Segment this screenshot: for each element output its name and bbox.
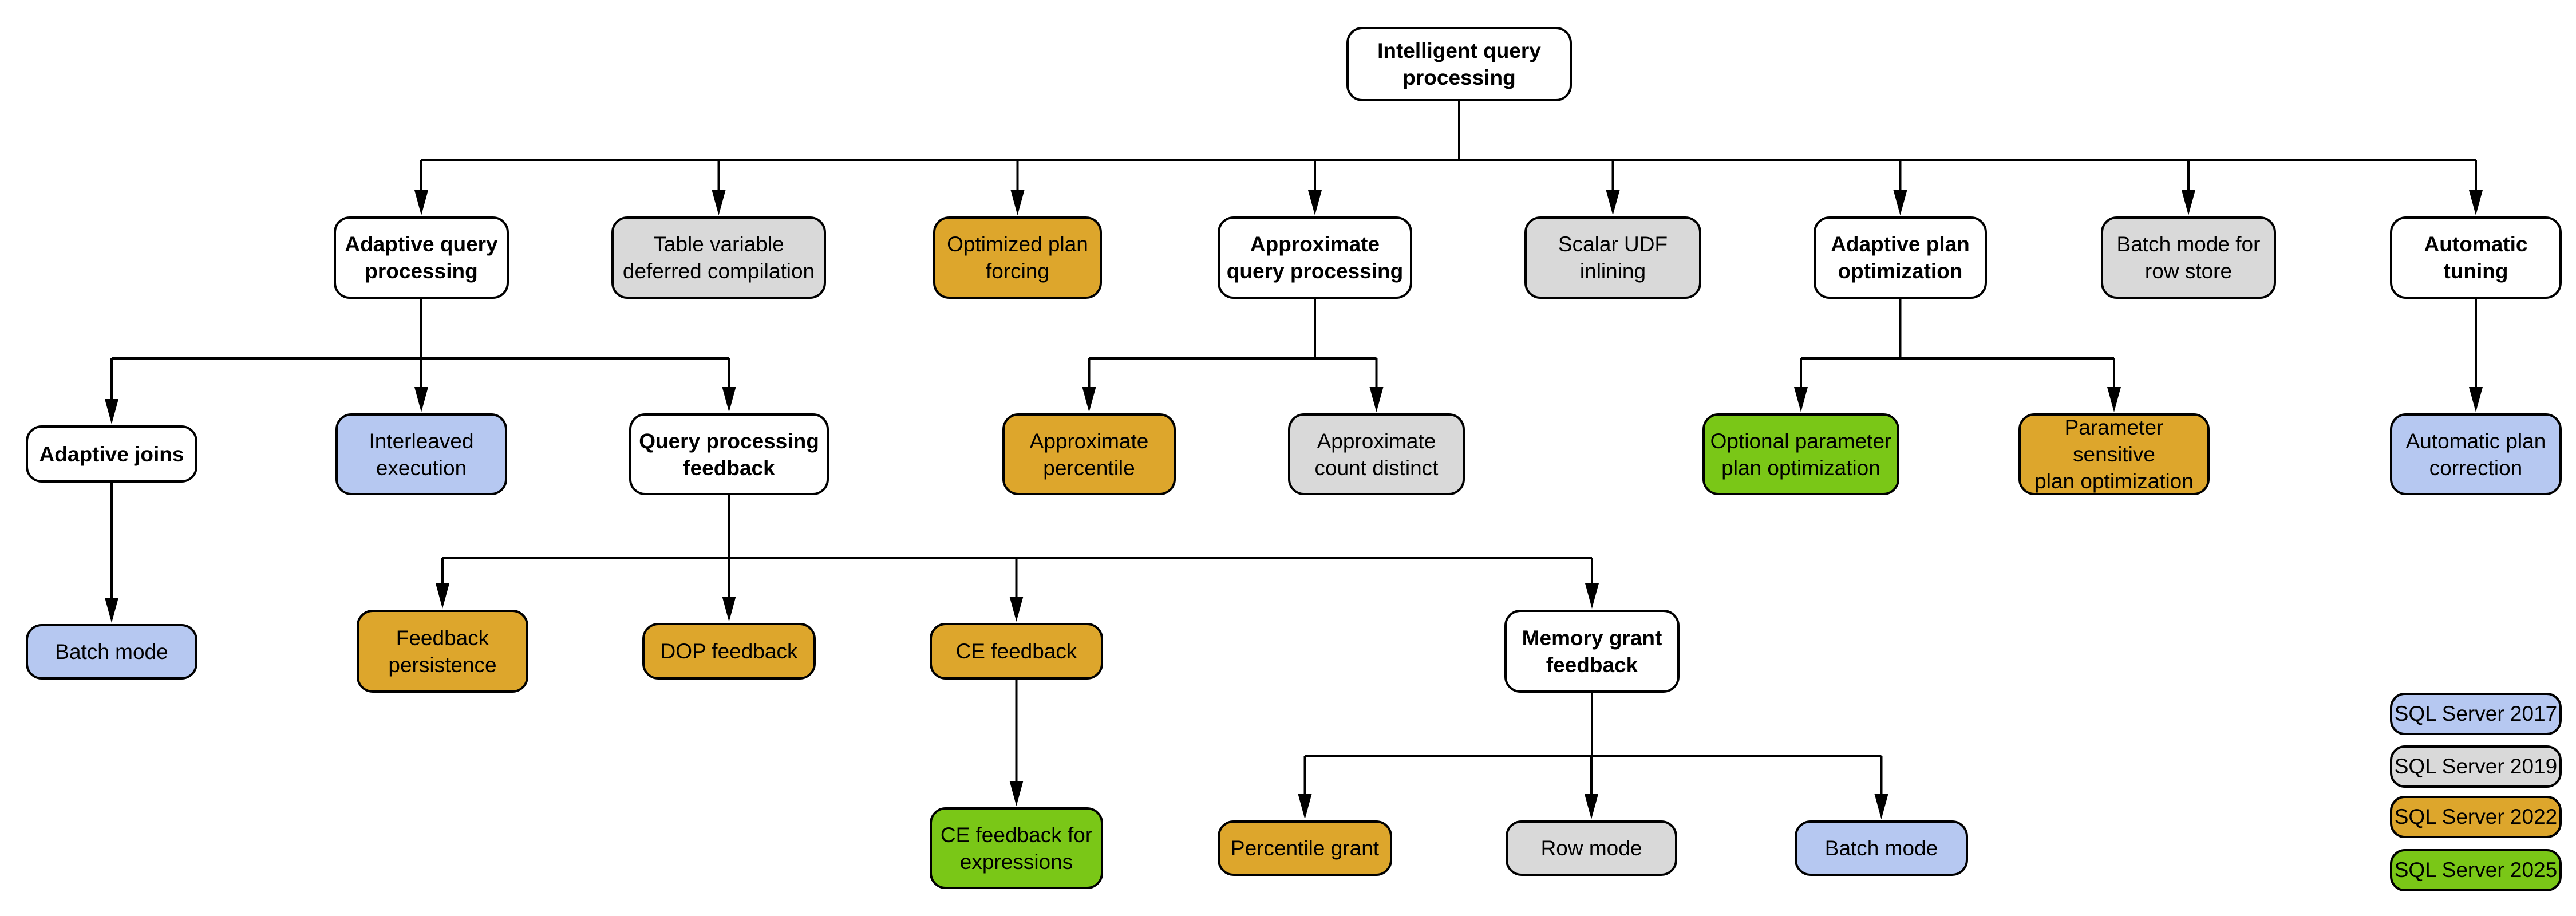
node-optimized-plan-forcing: Optimized plan forcing: [933, 216, 1102, 299]
node-label: Approximate query processing: [1226, 232, 1404, 283]
node-parameter-sensitive-plan-optimization: Parameter sensitive plan optimization: [2018, 413, 2210, 495]
legend-label: SQL Server 2022: [2394, 805, 2558, 828]
node-label: Feedback persistence: [388, 626, 497, 677]
node-percentile-grant: Percentile grant: [1218, 820, 1392, 876]
legend-label: SQL Server 2017: [2394, 702, 2558, 725]
node-label: Automatic tuning: [2424, 232, 2528, 283]
connector-arrowhead: [2182, 190, 2195, 215]
node-label: Intelligent query processing: [1377, 39, 1541, 89]
node-ce-feedback: CE feedback: [930, 623, 1103, 680]
node-label: Approximate percentile: [1029, 429, 1149, 480]
node-label: Adaptive query processing: [345, 232, 498, 283]
connector-arrowhead: [1893, 190, 1907, 215]
legend-item-sql-server-2022: SQL Server 2022: [2390, 796, 2562, 838]
node-label: Row mode: [1540, 836, 1642, 860]
node-intelligent-query-processing: Intelligent query processing: [1346, 27, 1572, 101]
connector-arrowhead: [1009, 597, 1024, 622]
node-label: Batch mode: [1824, 836, 1938, 860]
legend-item-sql-server-2019: SQL Server 2019: [2390, 745, 2562, 788]
node-scalar-udf-inlining: Scalar UDF inlining: [1524, 216, 1701, 299]
node-label: DOP feedback: [660, 639, 798, 663]
node-feedback-persistence: Feedback persistence: [357, 610, 528, 693]
connector-arrowhead: [414, 190, 428, 215]
connector-arrowhead: [1369, 387, 1384, 412]
node-interleaved-execution: Interleaved execution: [335, 413, 507, 495]
connector-arrowhead: [1308, 190, 1322, 215]
node-automatic-tuning: Automatic tuning: [2390, 216, 2562, 299]
node-adaptive-joins: Adaptive joins: [26, 425, 197, 483]
node-label: Batch mode: [55, 640, 168, 664]
node-approximate-query-processing: Approximate query processing: [1218, 216, 1412, 299]
node-table-variable-deferred-compilation: Table variable deferred compilation: [611, 216, 826, 299]
legend-label: SQL Server 2019: [2394, 755, 2558, 778]
connector-arrowhead: [436, 583, 449, 609]
node-label: Batch mode for row store: [2116, 232, 2261, 283]
node-label: Query processing feedback: [639, 429, 819, 480]
node-approximate-percentile: Approximate percentile: [1002, 413, 1176, 495]
legend-item-sql-server-2025: SQL Server 2025: [2390, 849, 2562, 891]
node-memory-grant-feedback: Memory grant feedback: [1504, 610, 1680, 693]
node-label: Approximate count distinct: [1314, 429, 1439, 480]
node-label: Interleaved execution: [369, 429, 474, 480]
node-ce-feedback-for-expressions: CE feedback for expressions: [930, 807, 1103, 889]
node-approximate-count-distinct: Approximate count distinct: [1288, 413, 1465, 495]
connector-arrowhead: [105, 598, 118, 623]
node-label: Optional parameter plan optimization: [1710, 429, 1892, 480]
node-adaptive-query-processing: Adaptive query processing: [334, 216, 509, 299]
node-label: Optimized plan forcing: [947, 232, 1088, 283]
node-label: CE feedback for expressions: [940, 823, 1093, 874]
connector-arrowhead: [414, 387, 428, 412]
connector-arrowhead: [1009, 781, 1024, 806]
node-label: CE feedback: [955, 639, 1077, 663]
connector-arrowhead: [722, 597, 736, 622]
node-label: Parameter sensitive plan optimization: [2034, 416, 2194, 493]
node-optional-parameter-plan-optimization: Optional parameter plan optimization: [1702, 413, 1899, 495]
node-label: Automatic plan correction: [2405, 429, 2546, 480]
node-query-processing-feedback: Query processing feedback: [629, 413, 829, 495]
connector-arrowhead: [2469, 190, 2483, 215]
node-label: Adaptive plan optimization: [1831, 232, 1970, 283]
node-label: Percentile grant: [1230, 836, 1380, 860]
node-batch-mode-for-row-store: Batch mode for row store: [2101, 216, 2276, 299]
connector-arrowhead: [2469, 387, 2483, 412]
node-adaptive-plan-optimization: Adaptive plan optimization: [1814, 216, 1987, 299]
connector-arrowhead: [1585, 583, 1599, 609]
node-label: Scalar UDF inlining: [1558, 232, 1668, 283]
node-batch-mode-adaptive-joins: Batch mode: [26, 624, 197, 680]
connector-arrowhead: [1010, 190, 1025, 215]
node-label: Table variable deferred compilation: [622, 232, 815, 283]
connector-arrowhead: [1874, 794, 1888, 819]
node-automatic-plan-correction: Automatic plan correction: [2390, 413, 2562, 495]
legend-label: SQL Server 2025: [2394, 858, 2558, 882]
node-label: Adaptive joins: [39, 442, 184, 466]
connector-arrowhead: [1794, 387, 1808, 412]
connector-arrowhead: [712, 190, 726, 215]
connector-arrowhead: [2107, 387, 2121, 412]
connector-arrowhead: [1606, 190, 1620, 215]
connector-arrowhead: [1298, 794, 1312, 819]
legend-item-sql-server-2017: SQL Server 2017: [2390, 693, 2562, 735]
node-label: Memory grant feedback: [1522, 626, 1662, 677]
node-dop-feedback: DOP feedback: [642, 623, 816, 680]
connector-arrowhead: [1585, 794, 1598, 819]
connector-arrowhead: [722, 387, 736, 412]
connector-arrowhead: [1082, 387, 1096, 412]
node-batch-mode-memory-grant: Batch mode: [1795, 820, 1968, 876]
connector-arrowhead: [105, 399, 118, 424]
node-row-mode: Row mode: [1506, 820, 1677, 876]
